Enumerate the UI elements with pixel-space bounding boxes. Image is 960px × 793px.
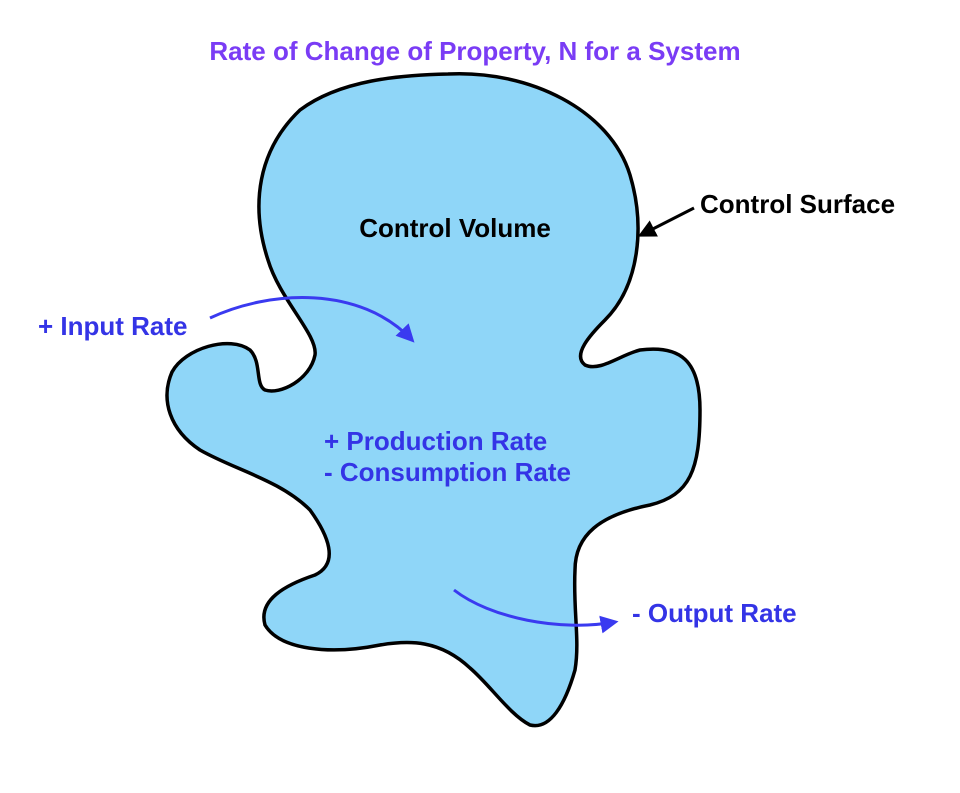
output-rate-arrow	[453, 588, 619, 634]
production-rate-label: + Production Rate	[324, 426, 547, 456]
diagram-title: Rate of Change of Property, N for a Syst…	[209, 36, 740, 66]
input-rate-label: + Input Rate	[38, 311, 188, 341]
consumption-rate-label: - Consumption Rate	[324, 457, 571, 487]
control-volume-shape	[165, 72, 702, 728]
output-rate-label: - Output Rate	[632, 598, 797, 628]
control-surface-arrow	[637, 206, 695, 237]
control-volume-label: Control Volume	[359, 213, 551, 243]
input-rate-arrow	[209, 296, 415, 343]
control-surface-label: Control Surface	[700, 189, 895, 219]
